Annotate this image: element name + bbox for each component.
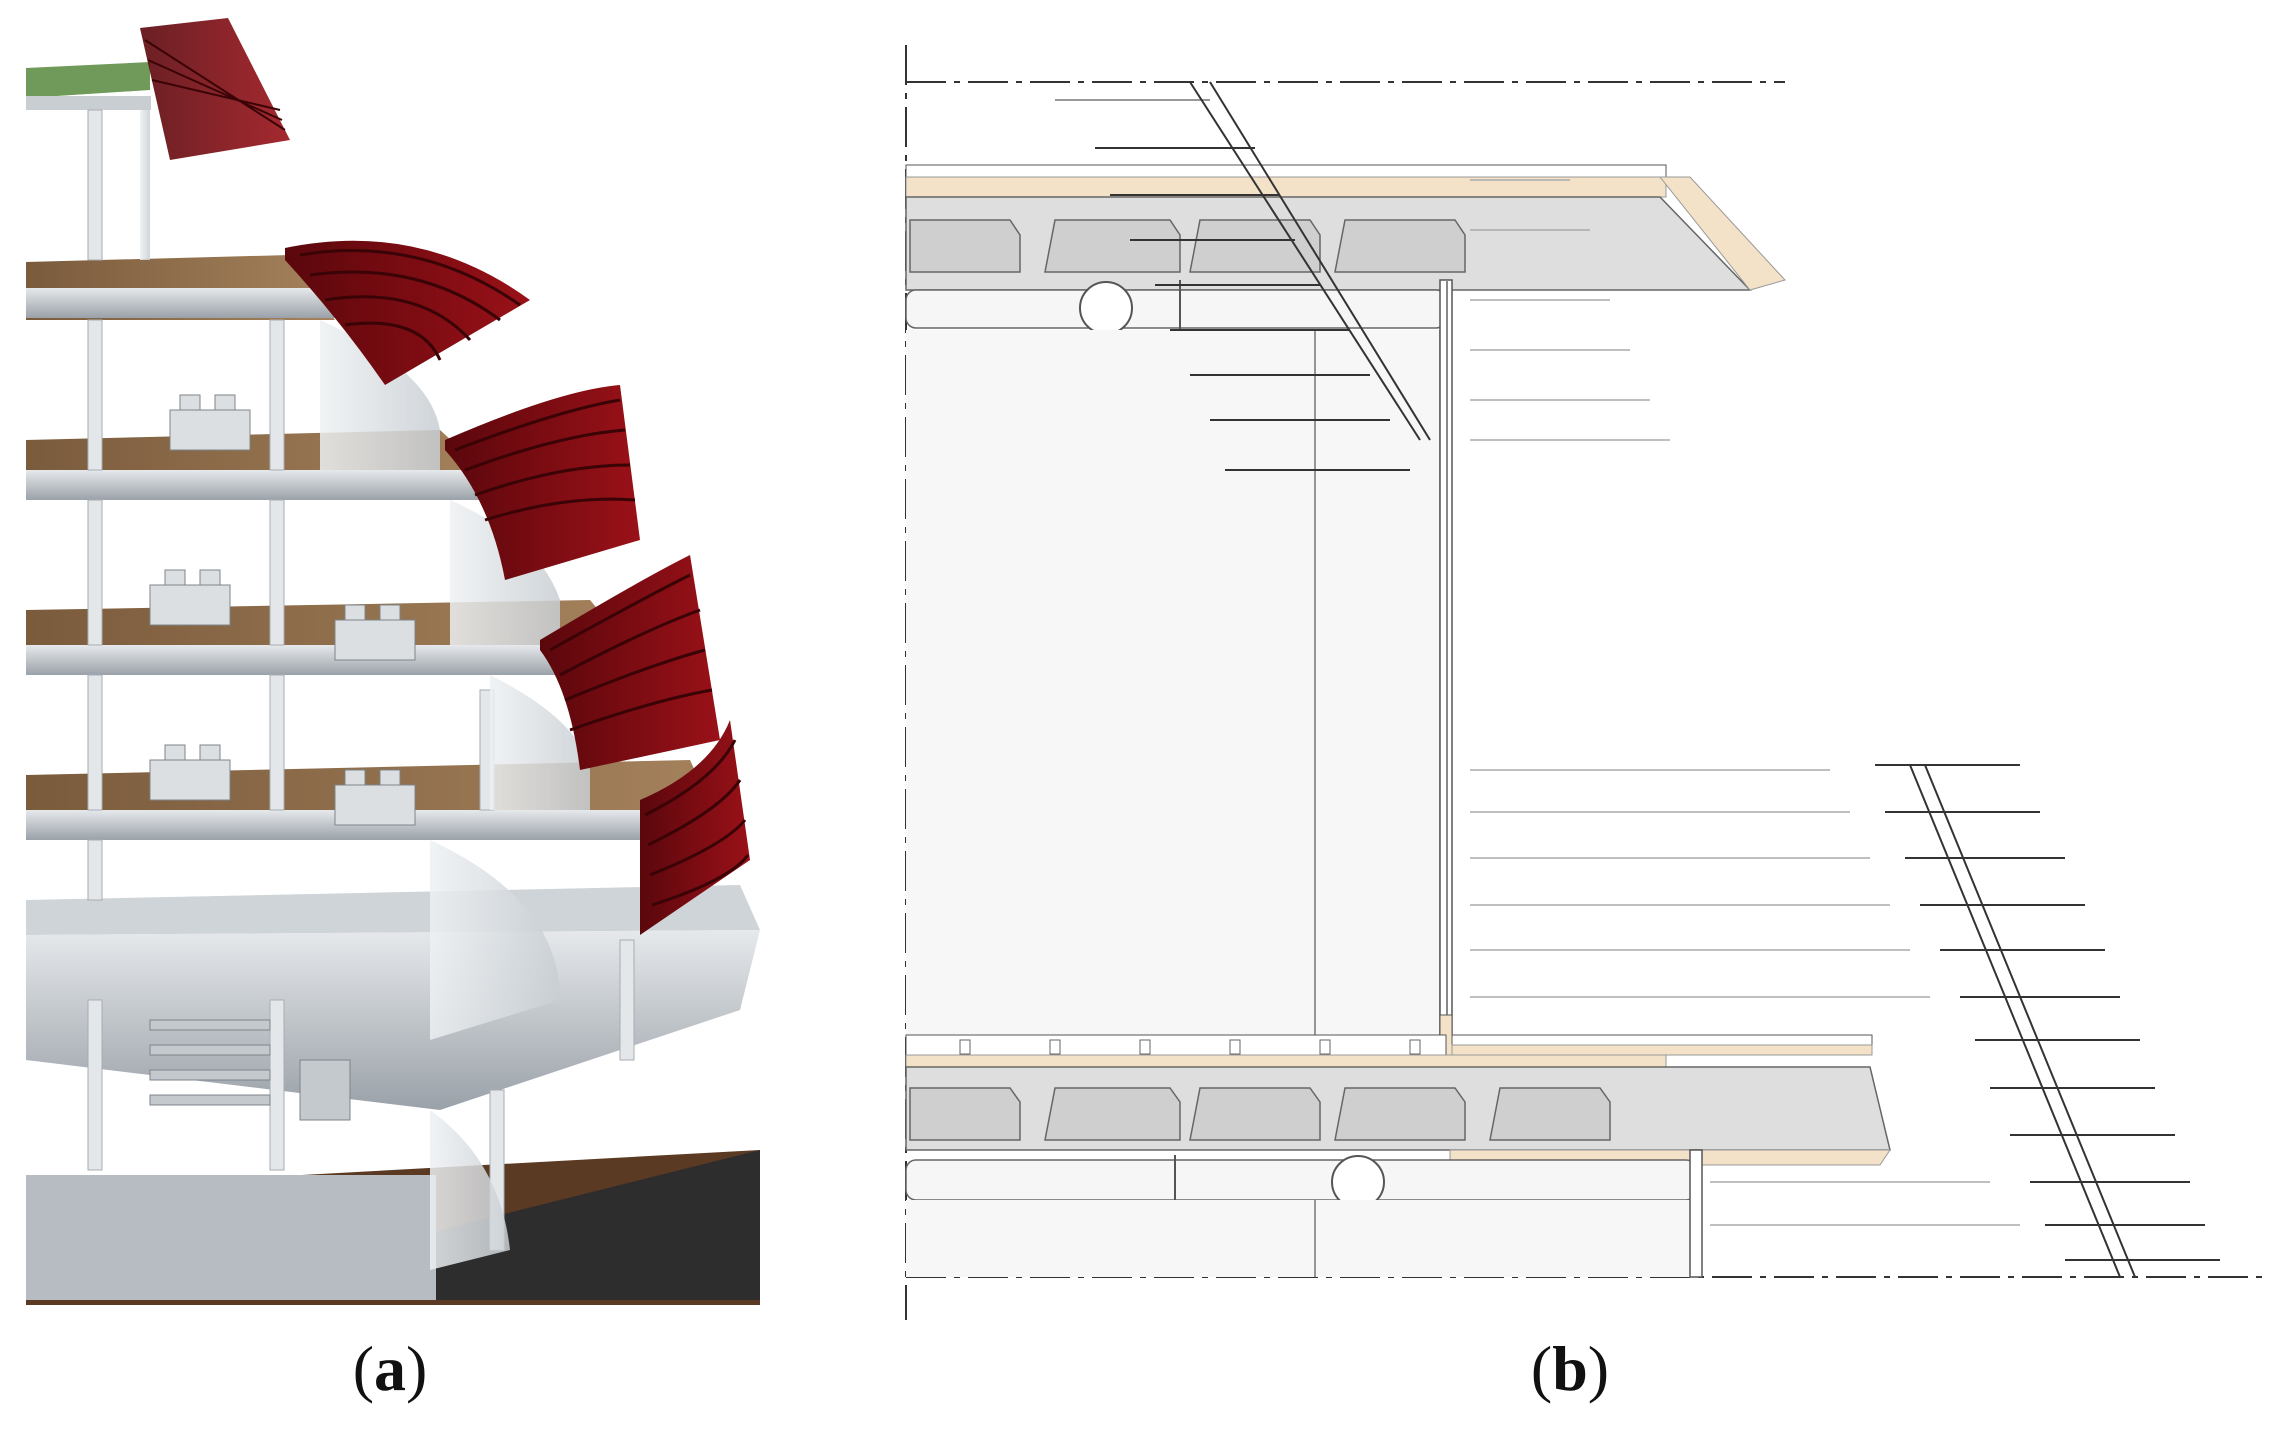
- caption-a-close: ): [406, 1333, 428, 1404]
- caption-a-open: (: [352, 1333, 374, 1404]
- section-svg: [905, 45, 2270, 1320]
- roof-slab: [26, 96, 151, 110]
- upper-slab: [905, 164, 1786, 291]
- upper-concrete: [905, 196, 1752, 291]
- glazed-facade: [140, 110, 590, 1270]
- section-drawing: [870, 0, 2270, 1320]
- slab-1: [26, 930, 760, 1110]
- caption-b-open: (: [1530, 1333, 1553, 1404]
- louvre-screens: [140, 18, 750, 935]
- green-roof: [26, 62, 150, 98]
- shelving: [149, 1019, 351, 1121]
- duct-circle: [1079, 281, 1133, 335]
- louvre-top: [140, 18, 290, 160]
- louvre-reflections-upper: [1470, 179, 1670, 441]
- louvre-level-4: [445, 385, 640, 580]
- louvre-level-2: [640, 720, 750, 935]
- lower-slab: [905, 1034, 1891, 1166]
- cutaway-svg: [26, 18, 760, 1305]
- office-furniture: [149, 394, 416, 826]
- louvre-level-5: [285, 240, 530, 385]
- floor-pedestals: [959, 1039, 1421, 1055]
- caption-a-letter: a: [374, 1333, 406, 1404]
- caption-b-letter: b: [1552, 1333, 1588, 1404]
- building-cutaway-illustration: [0, 0, 780, 1320]
- louvres-upper: [1055, 81, 1431, 471]
- floor-1: [26, 885, 760, 935]
- caption-b-close: ): [1587, 1333, 1610, 1404]
- louvre-level-3: [540, 555, 720, 770]
- lower-services: [905, 1149, 1703, 1278]
- interior-room: [906, 330, 1446, 1035]
- slab-5: [26, 288, 346, 318]
- basement-wall: [420, 1150, 760, 1300]
- slab-4: [26, 470, 496, 500]
- lower-coffers: [909, 1087, 1611, 1141]
- louvre-reflections-lower: [1470, 769, 2020, 1226]
- caption-a: (a): [290, 1332, 490, 1406]
- upper-coffers: [909, 219, 1466, 273]
- upper-services: [905, 280, 1447, 349]
- louvres-lower: [1875, 764, 2220, 1278]
- basement-slab: [26, 1175, 436, 1300]
- facade-glazing: [1439, 279, 1453, 1056]
- caption-b: (b): [1470, 1332, 1670, 1406]
